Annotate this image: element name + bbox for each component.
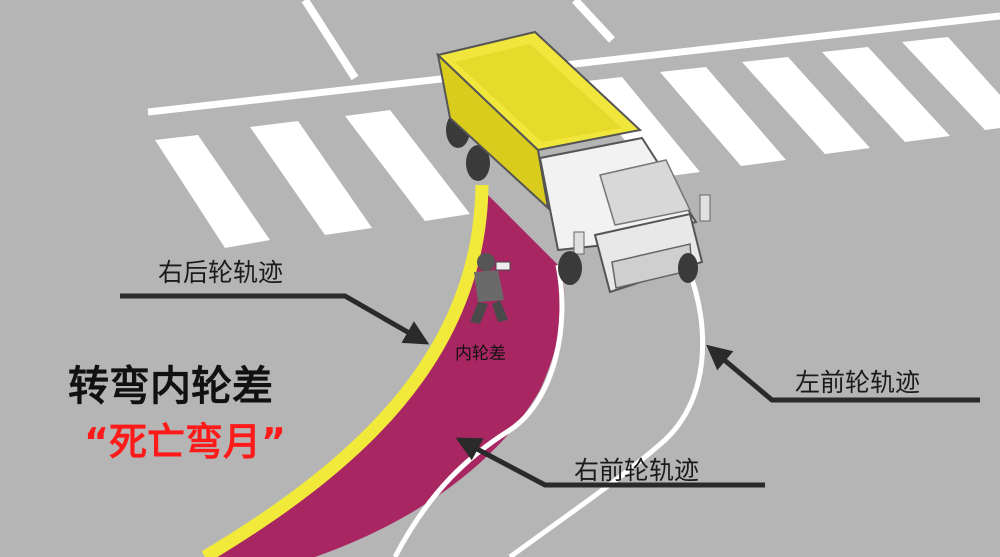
highlight-title: “死亡弯月” (84, 420, 286, 464)
pedestrian-icon (470, 253, 511, 324)
main-title: 转弯内轮差 (68, 362, 273, 410)
road-markings (147, 0, 1000, 116)
rear-wheel-track (201, 184, 489, 557)
arrow-icon (706, 344, 980, 403)
left-front-wheel-track (508, 267, 706, 557)
right-front-wheel-track (392, 264, 565, 557)
inner-wheel-diff-label: 内轮差 (455, 344, 506, 364)
arrow-icon (120, 293, 430, 345)
right-rear-track-label: 右后轮轨迹 (158, 258, 284, 287)
arrow-icon (455, 437, 765, 488)
left-front-track-label: 左前轮轨迹 (795, 368, 921, 397)
truck-icon (435, 30, 711, 294)
crosswalk (155, 37, 1000, 248)
callout-arrows (120, 293, 980, 488)
right-front-track-label: 右前轮轨迹 (574, 456, 700, 485)
